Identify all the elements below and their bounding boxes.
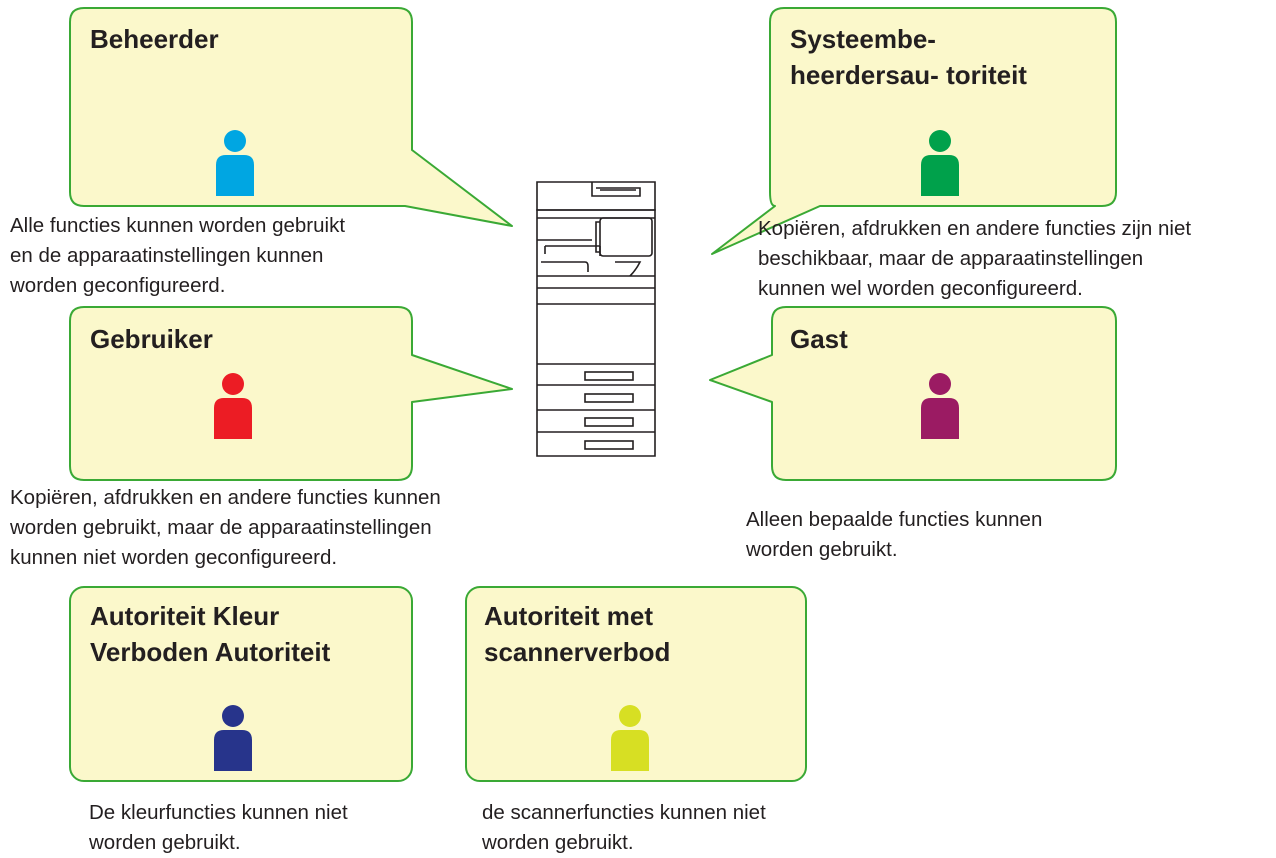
bubble-user: [69, 306, 513, 481]
person-icon: [214, 373, 252, 439]
person-icon: [921, 373, 959, 439]
role-description-scanner-prohibited: de scannerfuncties kunnen niet worden ge…: [482, 801, 766, 854]
role-description-user: Kopiëren, afdrukken en andere functies k…: [10, 486, 441, 569]
multifunction-printer-icon: [536, 181, 656, 457]
bubble-administrator: [69, 7, 513, 227]
bubble-color-prohibited: [69, 586, 413, 782]
role-description-system-administrator: Kopiëren, afdrukken en andere functies z…: [758, 217, 1192, 300]
role-title-user: Gebruiker: [90, 324, 213, 354]
person-icon: [611, 705, 649, 771]
role-description-guest: Alleen bepaalde functies kunnen worden g…: [746, 508, 1043, 561]
person-icon: [921, 130, 959, 196]
bubble-system-administrator: [711, 7, 1117, 255]
person-icon: [214, 705, 252, 771]
bubble-guest: [709, 306, 1117, 481]
person-icon: [216, 130, 254, 196]
role-title-guest: Gast: [790, 324, 848, 354]
role-description-color-prohibited: De kleurfuncties kunnen niet worden gebr…: [89, 801, 348, 854]
role-title-administrator: Beheerder: [90, 24, 219, 54]
role-title-system-administrator: Systeembe- heerdersau- toriteit: [790, 24, 1027, 90]
role-title-scanner-prohibited: Autoriteit met scannerverbod: [484, 601, 671, 667]
role-description-administrator: Alle functies kunnen worden gebruikt en …: [10, 214, 346, 297]
role-title-color-prohibited: Autoriteit Kleur Verboden Autoriteit: [90, 601, 331, 667]
bubble-scanner-prohibited: [465, 586, 807, 782]
